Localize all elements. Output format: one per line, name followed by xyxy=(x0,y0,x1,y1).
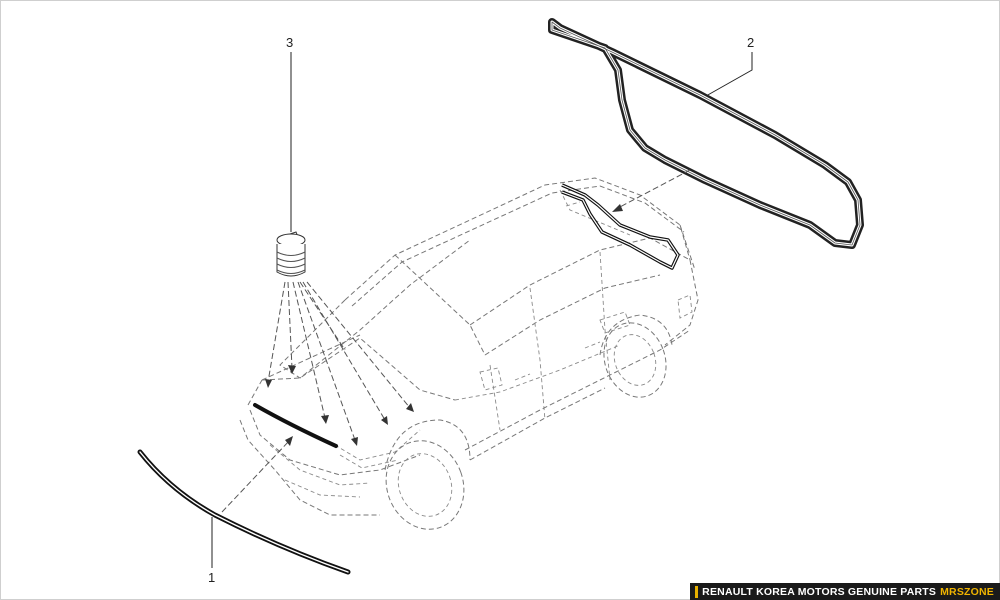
hood-weatherstrip xyxy=(253,403,338,448)
footer-watermark-banner: RENAULT KOREA MOTORS GENUINE PARTS MRSZO… xyxy=(690,583,1000,600)
footer-brand: MRSZONE xyxy=(940,585,994,598)
callout-1: 1 xyxy=(208,517,215,585)
footer-text: RENAULT KOREA MOTORS GENUINE PARTS xyxy=(702,585,937,598)
callout-3: 3 xyxy=(286,35,293,232)
callout-2: 2 xyxy=(705,35,754,97)
installed-tailgate-seal xyxy=(561,183,680,270)
callout-number-1: 1 xyxy=(208,570,215,585)
assembly-arrows xyxy=(221,169,691,513)
part-2-tailgate-seal[interactable] xyxy=(548,18,864,249)
car-outline xyxy=(239,177,699,530)
callout-number-3: 3 xyxy=(286,35,293,50)
footer-accent-bar xyxy=(695,585,699,598)
part-3-clip[interactable] xyxy=(276,231,306,277)
callout-number-2: 2 xyxy=(747,35,754,50)
part-1-bumper-strip[interactable] xyxy=(137,449,351,575)
